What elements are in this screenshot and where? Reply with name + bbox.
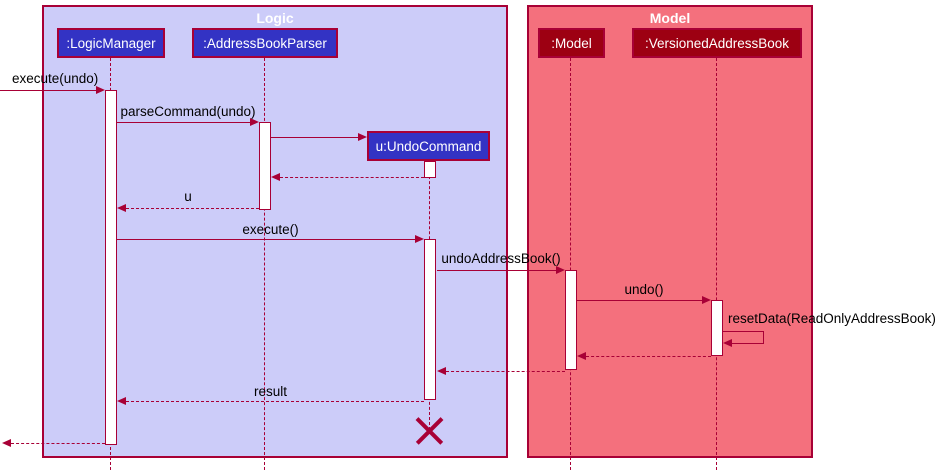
participant-model: :Model <box>538 28 605 58</box>
msg-create-undo-command-arrowhead-icon <box>358 133 367 141</box>
destroy-x-icon <box>415 416 444 445</box>
msg-result-arrowhead-icon <box>117 397 126 405</box>
lifeline-versioned-address-book <box>716 58 717 470</box>
msg-create-undo-command-line <box>271 137 359 138</box>
msg-execute-undo-line <box>0 90 97 91</box>
participant-versioned-address-book: :VersionedAddressBook <box>632 28 802 58</box>
lifeline-address-book-parser <box>264 58 265 470</box>
msg-result-label: result <box>253 384 287 399</box>
msg-undo-address-book-line <box>437 270 557 271</box>
msg-parse-command-line <box>117 122 251 123</box>
msg-execute-label: execute() <box>242 222 299 237</box>
msg-reset-data-line-top <box>723 331 764 332</box>
msg-final-return-arrowhead-icon <box>2 439 11 447</box>
msg-undo-return-arrowhead-icon <box>577 352 586 360</box>
msg-reset-data-line-bottom <box>732 343 764 344</box>
msg-execute-line <box>117 239 416 240</box>
activation-logic-manager <box>105 90 117 445</box>
msg-undo-address-book-return-line <box>446 371 565 372</box>
msg-undo-address-book-arrowhead-icon <box>556 266 565 274</box>
msg-reset-data-line-vertical <box>763 331 764 343</box>
msg-undo-line <box>577 300 703 301</box>
msg-final-return-line <box>11 443 105 444</box>
msg-result-line <box>126 401 424 402</box>
msg-create-return-arrowhead-icon <box>271 173 280 181</box>
msg-return-u-arrowhead-icon <box>117 204 126 212</box>
msg-undo-label: undo() <box>624 282 664 297</box>
participant-address-book-parser: :AddressBookParser <box>192 28 338 58</box>
frame-logic-title: Logic <box>256 10 294 26</box>
frame-model-title: Model <box>649 10 691 26</box>
msg-parse-command-label: parseCommand(undo) <box>120 104 256 119</box>
msg-execute-arrowhead-icon <box>415 235 424 243</box>
lifeline-model <box>570 58 571 470</box>
msg-create-return-line <box>280 177 424 178</box>
msg-execute-undo-arrowhead-icon <box>96 86 105 94</box>
msg-return-u-label: u <box>184 189 192 204</box>
msg-undo-return-line <box>586 356 711 357</box>
frame-logic: Logic <box>42 5 508 458</box>
msg-execute-undo-label: execute(undo) <box>12 71 99 86</box>
msg-parse-command-arrowhead-icon <box>250 118 259 126</box>
frame-model: Model <box>527 5 813 458</box>
participant-undo-command: u:UndoCommand <box>367 131 490 161</box>
msg-undo-arrowhead-icon <box>702 296 711 304</box>
msg-return-u-line <box>126 208 259 209</box>
activation-undo-command-create <box>424 161 436 178</box>
activation-versioned-address-book <box>711 300 723 356</box>
activation-undo-command-execute <box>424 239 436 400</box>
msg-undo-address-book-return-arrowhead-icon <box>437 367 446 375</box>
msg-undo-address-book-label: undoAddressBook() <box>441 251 561 266</box>
participant-logic-manager: :LogicManager <box>57 28 165 58</box>
activation-address-book-parser <box>259 122 271 210</box>
msg-reset-data-label: resetData(ReadOnlyAddressBook) <box>728 311 936 326</box>
activation-model <box>565 270 577 370</box>
msg-reset-data-arrowhead-icon <box>723 339 732 347</box>
